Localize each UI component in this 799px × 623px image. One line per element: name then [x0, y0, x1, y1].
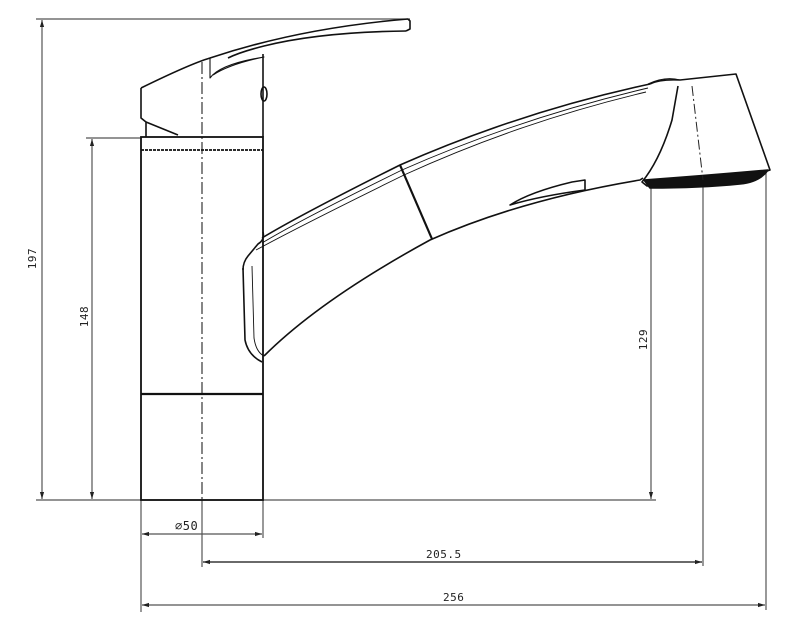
dimension-label-body-height: 148 [78, 305, 92, 328]
dimension-label-overall-height: 197 [26, 247, 40, 270]
faucet-body [140, 136, 264, 501]
pull-out-spout [242, 73, 771, 363]
dimension-lines [36, 18, 767, 612]
dimension-label-spout-outlet-height: 129 [637, 328, 651, 351]
dimension-label-body-diameter: ⌀50 [175, 519, 199, 533]
lever-handle [140, 18, 411, 137]
dimension-label-spout-reach: 205.5 [426, 548, 462, 561]
dimension-label-overall-length: 256 [443, 591, 465, 604]
